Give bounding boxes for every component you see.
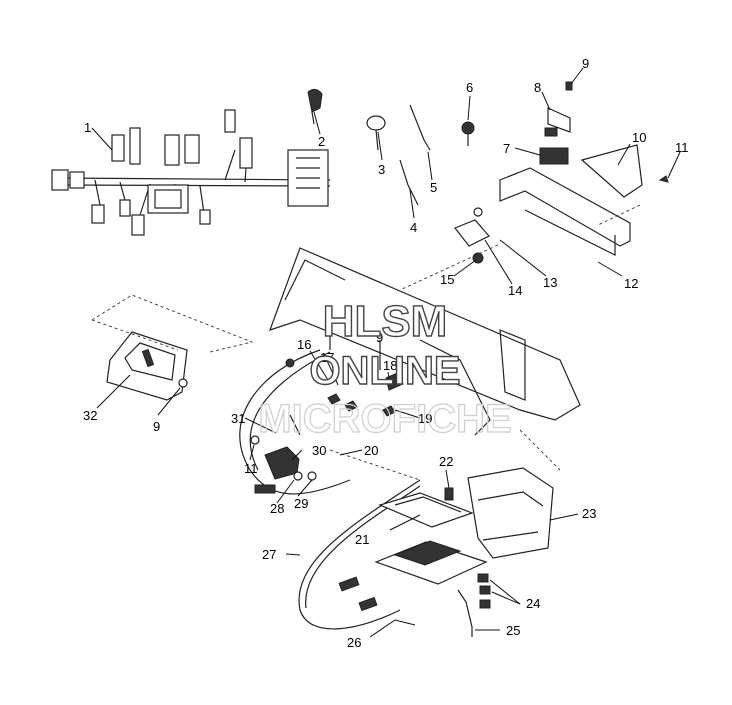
console-tray xyxy=(91,294,254,401)
upper-parts xyxy=(307,81,669,264)
callout-13: 13 xyxy=(543,275,557,290)
callout-1: 1 xyxy=(84,120,91,135)
leader-lines xyxy=(91,67,681,638)
callout-8: 8 xyxy=(534,80,541,95)
mounting-plate xyxy=(499,167,631,247)
callout-20: 20 xyxy=(364,443,378,458)
callout-30: 30 xyxy=(312,443,326,458)
callout-19: 19 xyxy=(418,411,432,426)
callout-2: 2 xyxy=(318,134,325,149)
callout-28: 28 xyxy=(270,501,284,516)
watermark-line-3: MICROFICHE xyxy=(258,397,511,441)
callout-29: 29 xyxy=(294,496,308,511)
callout-21: 21 xyxy=(355,532,369,547)
cable-end xyxy=(399,159,419,206)
callout-27: 27 xyxy=(262,547,276,562)
callout-23: 23 xyxy=(582,506,596,521)
callout-26: 26 xyxy=(347,635,361,650)
vent-tube xyxy=(457,589,473,637)
callout-11-mid: 11 xyxy=(244,461,258,476)
callout-17: 17 xyxy=(320,350,334,365)
callout-labels: 1 2 3 4 5 6 7 8 9 10 11 12 13 14 15 16 1… xyxy=(83,56,689,650)
callout-22: 22 xyxy=(439,454,453,469)
callout-16: 16 xyxy=(297,337,311,352)
key-switch xyxy=(307,88,323,113)
callout-10: 10 xyxy=(632,130,646,145)
callout-9-left: 9 xyxy=(153,419,160,434)
cover xyxy=(580,144,643,198)
cables xyxy=(239,349,421,630)
frame xyxy=(269,247,581,436)
grommet xyxy=(366,115,386,131)
relay xyxy=(539,147,569,165)
terminal-block xyxy=(178,358,404,481)
relay-bracket xyxy=(547,107,571,133)
battery-hold-down xyxy=(378,492,474,528)
bolt xyxy=(444,487,454,501)
callout-9-mid: 9 xyxy=(376,330,383,345)
callout-32: 32 xyxy=(83,408,97,423)
callout-11-top: 11 xyxy=(675,140,689,155)
callout-3: 3 xyxy=(378,162,385,177)
cable xyxy=(409,104,431,151)
callout-31: 31 xyxy=(231,411,245,426)
callout-24: 24 xyxy=(526,596,540,611)
solenoid xyxy=(454,219,490,247)
switch-knob xyxy=(461,121,475,135)
callout-9-top: 9 xyxy=(582,56,589,71)
wiring-harness xyxy=(51,109,331,236)
callout-6: 6 xyxy=(466,80,473,95)
watermark-line-2: ONLINE xyxy=(309,349,460,393)
callout-14: 14 xyxy=(508,283,522,298)
watermark: HLSM ONLINE MICROFICHE xyxy=(258,296,513,441)
watermark-line-1: HLSM xyxy=(323,297,448,346)
callout-12: 12 xyxy=(624,276,638,291)
callout-4: 4 xyxy=(410,220,417,235)
callout-18: 18 xyxy=(383,358,397,373)
callout-5: 5 xyxy=(430,180,437,195)
callout-15: 15 xyxy=(440,272,454,287)
reference-lines xyxy=(399,204,641,291)
callout-7: 7 xyxy=(503,141,510,156)
callout-25: 25 xyxy=(506,623,520,638)
battery-box xyxy=(467,467,554,559)
